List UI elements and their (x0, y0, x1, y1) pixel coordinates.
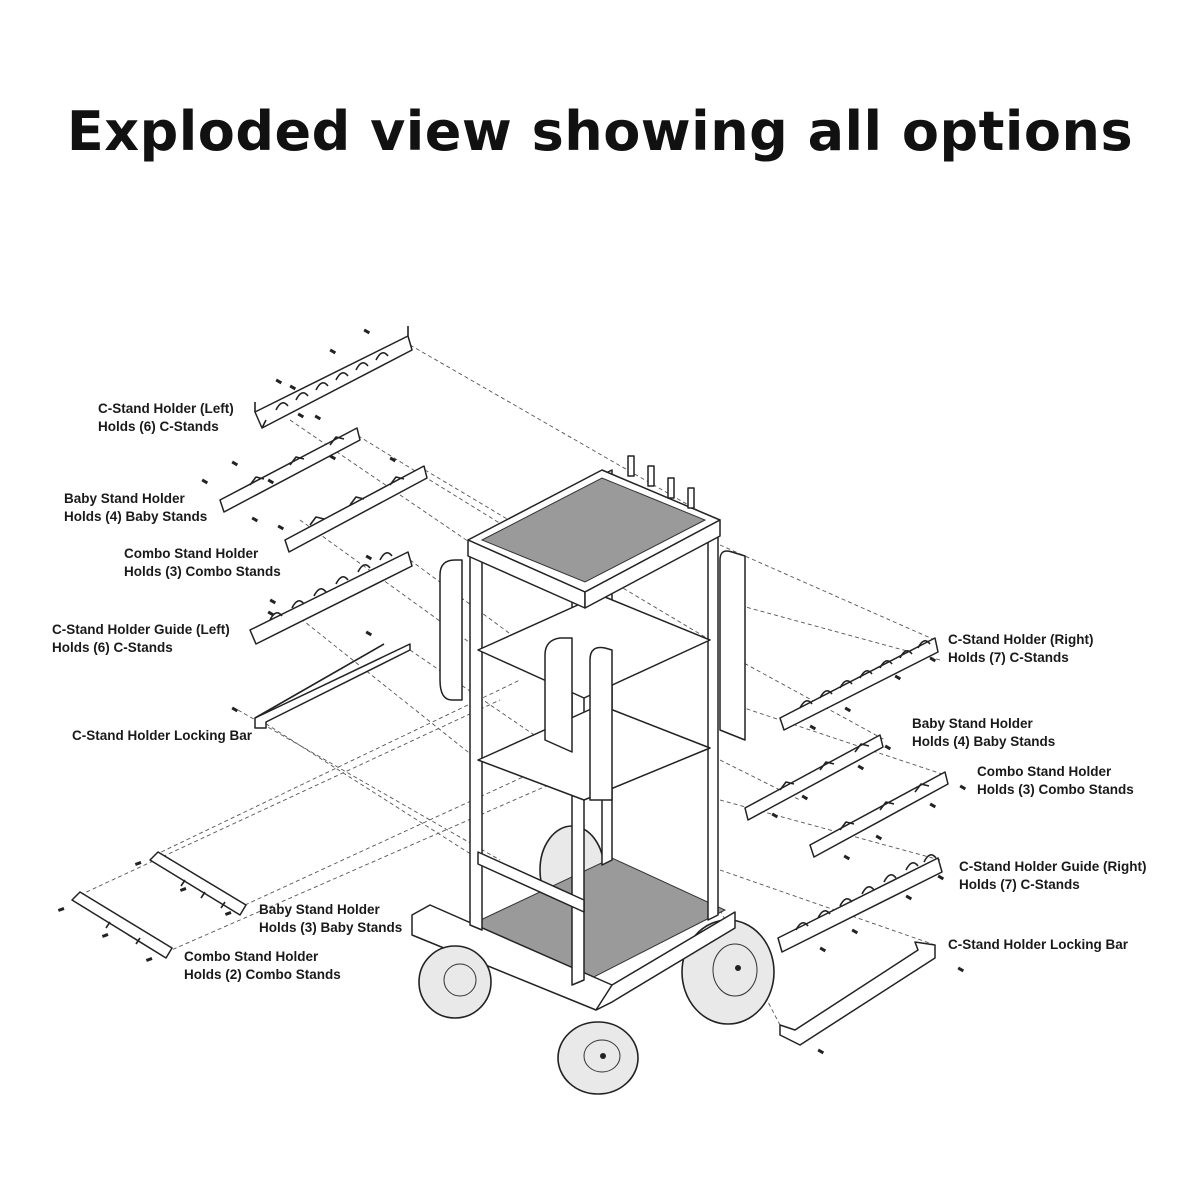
front-left-wheel (418, 945, 492, 1019)
c-stand-holder-right-part (779, 637, 939, 731)
combo-stand-holder-right-part (809, 771, 949, 858)
label-combo-stand-holder-right: Combo Stand Holder Holds (3) Combo Stand… (977, 764, 1134, 797)
label-c-stand-holder-locking-bar-left: C-Stand Holder Locking Bar (72, 728, 253, 743)
baby-stand-holder-small-part (149, 851, 247, 916)
c-stand-holder-guide-left-part (249, 551, 413, 645)
label-baby-stand-holder-small: Baby Stand Holder Holds (3) Baby Stands (259, 902, 403, 935)
label-baby-stand-holder-right: Baby Stand Holder Holds (4) Baby Stands (912, 716, 1056, 749)
label-combo-stand-holder-small: Combo Stand Holder Holds (2) Combo Stand… (184, 949, 341, 982)
baby-stand-holder-left-part (219, 427, 361, 513)
cart (411, 455, 775, 1095)
label-c-stand-holder-right: C-Stand Holder (Right) Holds (7) C-Stand… (948, 632, 1094, 665)
label-c-stand-holder-guide-right: C-Stand Holder Guide (Right) Holds (7) C… (959, 859, 1147, 892)
label-c-stand-holder-guide-left: C-Stand Holder Guide (Left) Holds (6) C-… (52, 622, 230, 655)
top-posts (627, 455, 695, 509)
combo-stand-holder-left-part (284, 465, 428, 553)
combo-stand-holder-small-part (71, 891, 173, 959)
screws (57, 328, 967, 1055)
c-stand-holder-locking-bar-right-part (779, 941, 936, 1046)
front-wheel (557, 1021, 639, 1095)
handles (439, 550, 746, 801)
baby-stand-holder-right-part (744, 734, 884, 821)
label-combo-stand-holder-left: Combo Stand Holder Holds (3) Combo Stand… (124, 546, 281, 579)
c-stand-holder-locking-bar-left-part (254, 643, 411, 729)
top-tray (467, 469, 721, 609)
page-title: Exploded view showing all options (66, 100, 1134, 163)
label-baby-stand-holder-left: Baby Stand Holder Holds (4) Baby Stands (64, 491, 208, 524)
c-stand-holder-guide-right-part (777, 854, 943, 953)
label-c-stand-holder-locking-bar-right: C-Stand Holder Locking Bar (948, 937, 1129, 952)
c-stand-holder-left-part (254, 326, 413, 429)
label-c-stand-holder-left: C-Stand Holder (Left) Holds (6) C-Stands (98, 401, 234, 434)
